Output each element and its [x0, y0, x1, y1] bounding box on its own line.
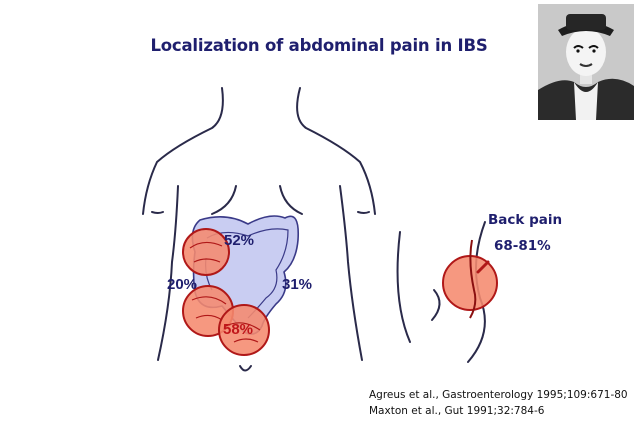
- waist-mark-left: [151, 211, 164, 214]
- rib-right: [279, 185, 303, 215]
- torso-left-side: [157, 185, 179, 361]
- torso-left-shoulder: [142, 87, 224, 215]
- back-pain-value: 68-81%: [494, 238, 551, 254]
- torso-right-shoulder: [296, 87, 376, 215]
- torso-right-side: [339, 185, 363, 361]
- label-right: 31%: [282, 276, 313, 293]
- spine-line: [469, 239, 477, 319]
- back-hip-contour: [431, 289, 441, 321]
- slide-title: Localization of abdominal pain in IBS: [150, 36, 488, 55]
- rib-left: [211, 185, 237, 215]
- reference-1: Agreus et al., Gastroenterology 1995;109…: [369, 389, 628, 401]
- label-lower: 58%: [223, 321, 254, 338]
- mime-portrait-photo: [538, 4, 634, 120]
- reference-2: Maxton et al., Gut 1991;32:784-6: [369, 405, 545, 417]
- label-left: 20%: [167, 276, 198, 293]
- back-pain-title: Back pain: [488, 212, 563, 228]
- pain-circle-upper-left: [182, 228, 230, 276]
- back-left-contour: [396, 231, 411, 343]
- pain-circle-lower: [218, 304, 270, 356]
- mime-portrait-icon: [538, 4, 634, 120]
- back-pointer: [476, 260, 490, 274]
- waist-mark-right: [357, 211, 370, 214]
- navel: [239, 365, 252, 372]
- label-upper-left: 52%: [224, 232, 255, 249]
- references: Agreus et al., Gastroenterology 1995;109…: [369, 387, 628, 419]
